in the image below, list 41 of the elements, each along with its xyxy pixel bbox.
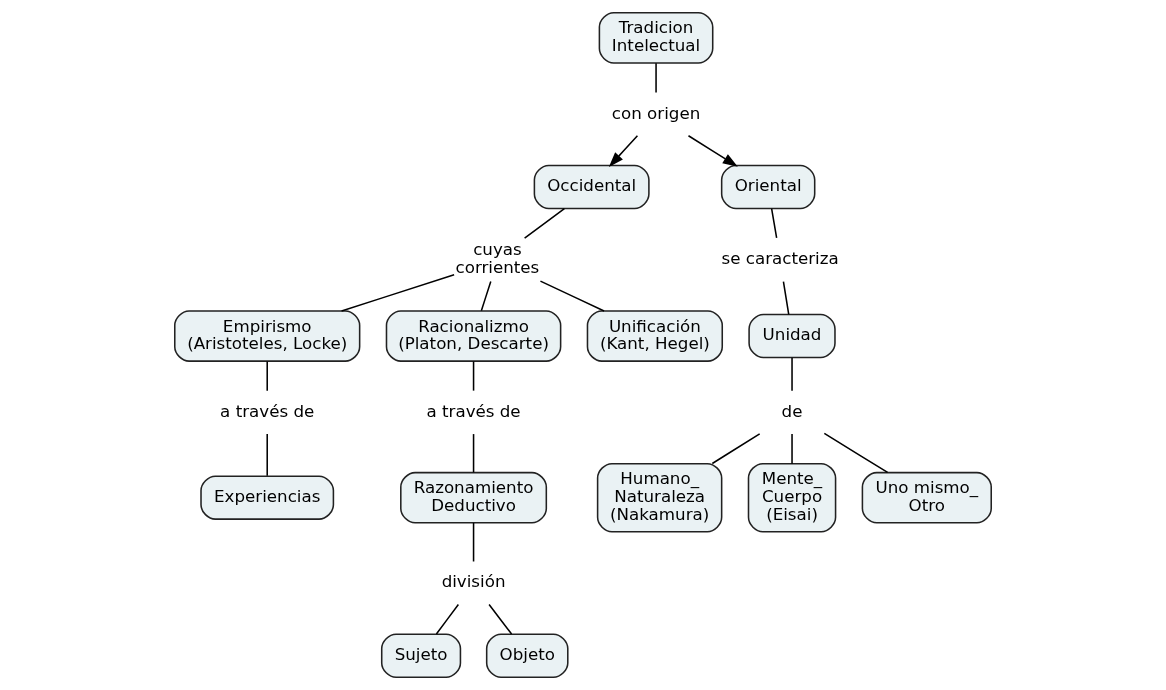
connector xyxy=(791,433,793,465)
connector xyxy=(472,360,475,392)
node-text: cuyas corrientes xyxy=(455,240,540,278)
connector xyxy=(823,432,889,474)
node-box: Humano_ Naturaleza (Nakamura) xyxy=(596,462,723,533)
connector xyxy=(266,433,268,477)
connector xyxy=(435,603,460,635)
node-text: con origen xyxy=(611,103,701,123)
node-box: Oriental xyxy=(720,164,816,210)
node-text: de xyxy=(781,401,803,421)
connector xyxy=(472,522,475,563)
node-box: Racionalizmo (Platon, Descarte) xyxy=(385,310,562,362)
connector xyxy=(791,357,793,392)
node-box: Unidad xyxy=(748,313,836,359)
connector xyxy=(782,280,790,316)
node-box: Mente_ Cuerpo (Eisai) xyxy=(747,462,837,533)
node-text: a través de xyxy=(426,401,521,421)
node-text: a través de xyxy=(220,401,315,421)
connector xyxy=(711,433,761,465)
node-box: Unificación (Kant, Hegel) xyxy=(586,310,724,362)
arrow xyxy=(687,134,738,167)
connector xyxy=(770,207,778,239)
node-box: Uno mismo_ Otro xyxy=(861,471,992,524)
connector xyxy=(539,280,605,312)
node-text: división xyxy=(441,572,506,592)
connector xyxy=(655,62,657,94)
connector xyxy=(266,360,268,392)
node-text: se caracteriza xyxy=(721,249,839,269)
node-box: Occidental xyxy=(533,164,650,210)
node-box: Tradicion Intelectual xyxy=(598,12,714,64)
node-box: Sujeto xyxy=(380,633,462,678)
connector xyxy=(488,603,513,635)
connector xyxy=(480,280,492,312)
node-box: Experiencias xyxy=(200,475,335,520)
node-box: Razonamiento Deductivo xyxy=(400,471,548,524)
connector xyxy=(340,274,455,312)
arrow xyxy=(608,134,639,167)
node-box: Empirismo (Aristoteles, Locke) xyxy=(174,310,361,362)
node-box: Objeto xyxy=(485,633,569,678)
connector xyxy=(472,433,475,474)
connector xyxy=(523,207,566,239)
